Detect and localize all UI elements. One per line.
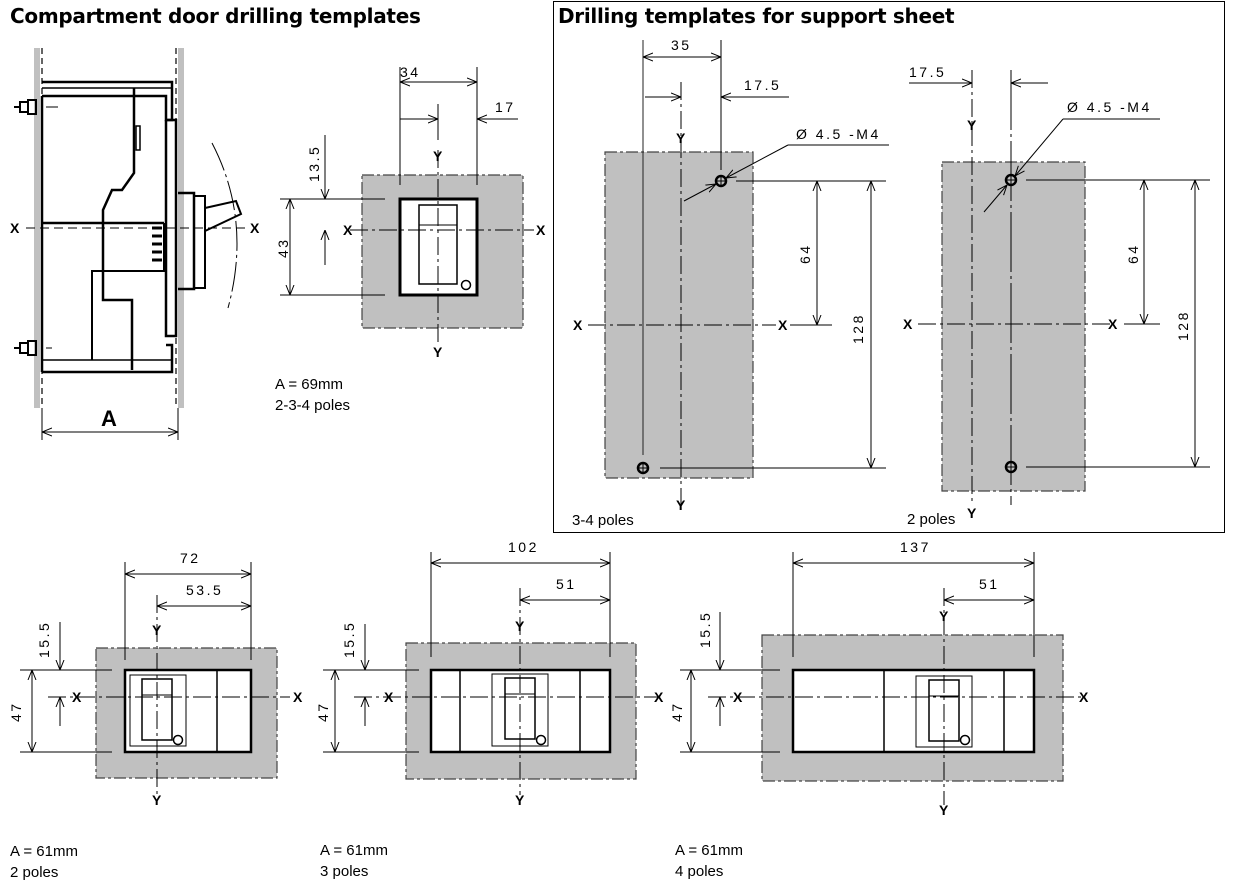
caption-a-value: A = 61mm (675, 842, 743, 859)
y-axis-top: Y (515, 618, 525, 634)
caption-main: A = 69mm 2-3-4 poles (275, 374, 350, 416)
support-template-3-4-poles (588, 40, 889, 505)
side-x-axis-right: X (250, 220, 260, 236)
breaker-side-view (14, 48, 248, 440)
dim-top-offset-15-5: 15.5 (697, 611, 713, 648)
dim-offset-64: 64 (797, 243, 813, 264)
trip-test-icon (959, 734, 971, 746)
caption-poles: 2 poles (10, 864, 59, 881)
dim-height-47: 47 (8, 701, 24, 722)
dim-offset-53-5: 53.5 (186, 582, 223, 598)
x-axis-right: X (536, 222, 546, 238)
hole-spec-label: Ø 4.5 -M4 (1067, 99, 1152, 115)
x-axis-left: X (384, 689, 394, 705)
dim-offset-64: 64 (1125, 243, 1141, 264)
dim-width-34: 34 (400, 64, 421, 80)
caption-poles: 3 poles (320, 863, 369, 880)
caption-poles: 2-3-4 poles (275, 397, 351, 414)
caption-door-4p: A = 61mm 4 poles (675, 840, 743, 882)
caption-a-value: A = 61mm (10, 843, 78, 860)
caption-support-3-4: 3-4 poles (572, 512, 634, 529)
door-cutout (791, 668, 1036, 754)
caption-a-value: A = 69mm (275, 376, 343, 393)
y-axis-top: Y (676, 130, 686, 146)
hole-spec-label: Ø 4.5 -M4 (796, 126, 881, 142)
support-sheet-panel (553, 1, 1225, 533)
caption-a-value: A = 61mm (320, 842, 388, 859)
dim-offset-13-5: 13.5 (306, 145, 322, 182)
dim-half-17-5: 17.5 (909, 64, 946, 80)
trip-test-icon (535, 734, 547, 746)
y-axis-bottom: Y (515, 792, 525, 808)
x-axis-left: X (343, 222, 353, 238)
dim-height-47: 47 (315, 701, 331, 722)
dim-spacing-128: 128 (850, 313, 866, 344)
dim-width-35: 35 (671, 37, 692, 53)
side-x-axis-left: X (10, 220, 20, 236)
y-axis-bottom: Y (433, 344, 443, 360)
dim-top-offset-15-5: 15.5 (36, 621, 52, 658)
door-template-3-poles (323, 552, 660, 795)
support-section-title: Drilling templates for support sheet (558, 4, 955, 28)
caption-support-2: 2 poles (907, 511, 956, 528)
x-axis-right: X (1108, 316, 1118, 332)
door-template-2-poles (20, 562, 290, 795)
dim-height-47: 47 (669, 701, 685, 722)
depth-label-a: A (101, 406, 117, 431)
mounting-screw-bottom (14, 340, 52, 356)
x-axis-right: X (778, 317, 788, 333)
y-axis-top: Y (939, 608, 949, 624)
template-area (604, 151, 754, 479)
dim-height-43: 43 (275, 237, 291, 258)
dim-offset-51: 51 (979, 576, 1000, 592)
template-area (941, 161, 1086, 492)
y-axis-bottom: Y (152, 792, 162, 808)
y-axis-top: Y (152, 622, 162, 638)
door-cutout (123, 668, 253, 754)
x-axis-right: X (1079, 689, 1089, 705)
door-template-4-poles (680, 552, 1082, 805)
dim-top-offset-15-5: 15.5 (341, 621, 357, 658)
dim-half-17: 17 (495, 99, 516, 115)
y-axis-bottom: Y (676, 497, 686, 513)
dim-width-137: 137 (900, 539, 931, 555)
dim-width-72: 72 (180, 550, 201, 566)
door-template-main (280, 67, 534, 345)
y-axis-top: Y (433, 148, 443, 164)
caption-poles: 4 poles (675, 863, 724, 880)
dim-width-102: 102 (508, 539, 539, 555)
x-axis-left: X (903, 316, 913, 332)
y-axis-top: Y (967, 117, 977, 133)
y-axis-bottom: Y (967, 505, 977, 521)
compartment-section-title: Compartment door drilling templates (10, 4, 421, 28)
x-axis-left: X (573, 317, 583, 333)
trip-test-icon (460, 279, 472, 291)
dim-spacing-128: 128 (1175, 310, 1191, 341)
dim-half-17-5: 17.5 (744, 77, 781, 93)
trip-test-icon (172, 734, 184, 746)
x-axis-left: X (733, 689, 743, 705)
caption-door-2p: A = 61mm 2 poles (10, 841, 78, 883)
y-axis-bottom: Y (939, 802, 949, 818)
x-axis-right: X (293, 689, 303, 705)
caption-door-3p: A = 61mm 3 poles (320, 840, 388, 882)
dim-offset-51: 51 (556, 576, 577, 592)
mounting-screw-top (14, 99, 58, 115)
x-axis-right: X (654, 689, 664, 705)
door-panel-left (34, 48, 40, 408)
x-axis-left: X (72, 689, 82, 705)
support-template-2-poles (909, 70, 1210, 505)
